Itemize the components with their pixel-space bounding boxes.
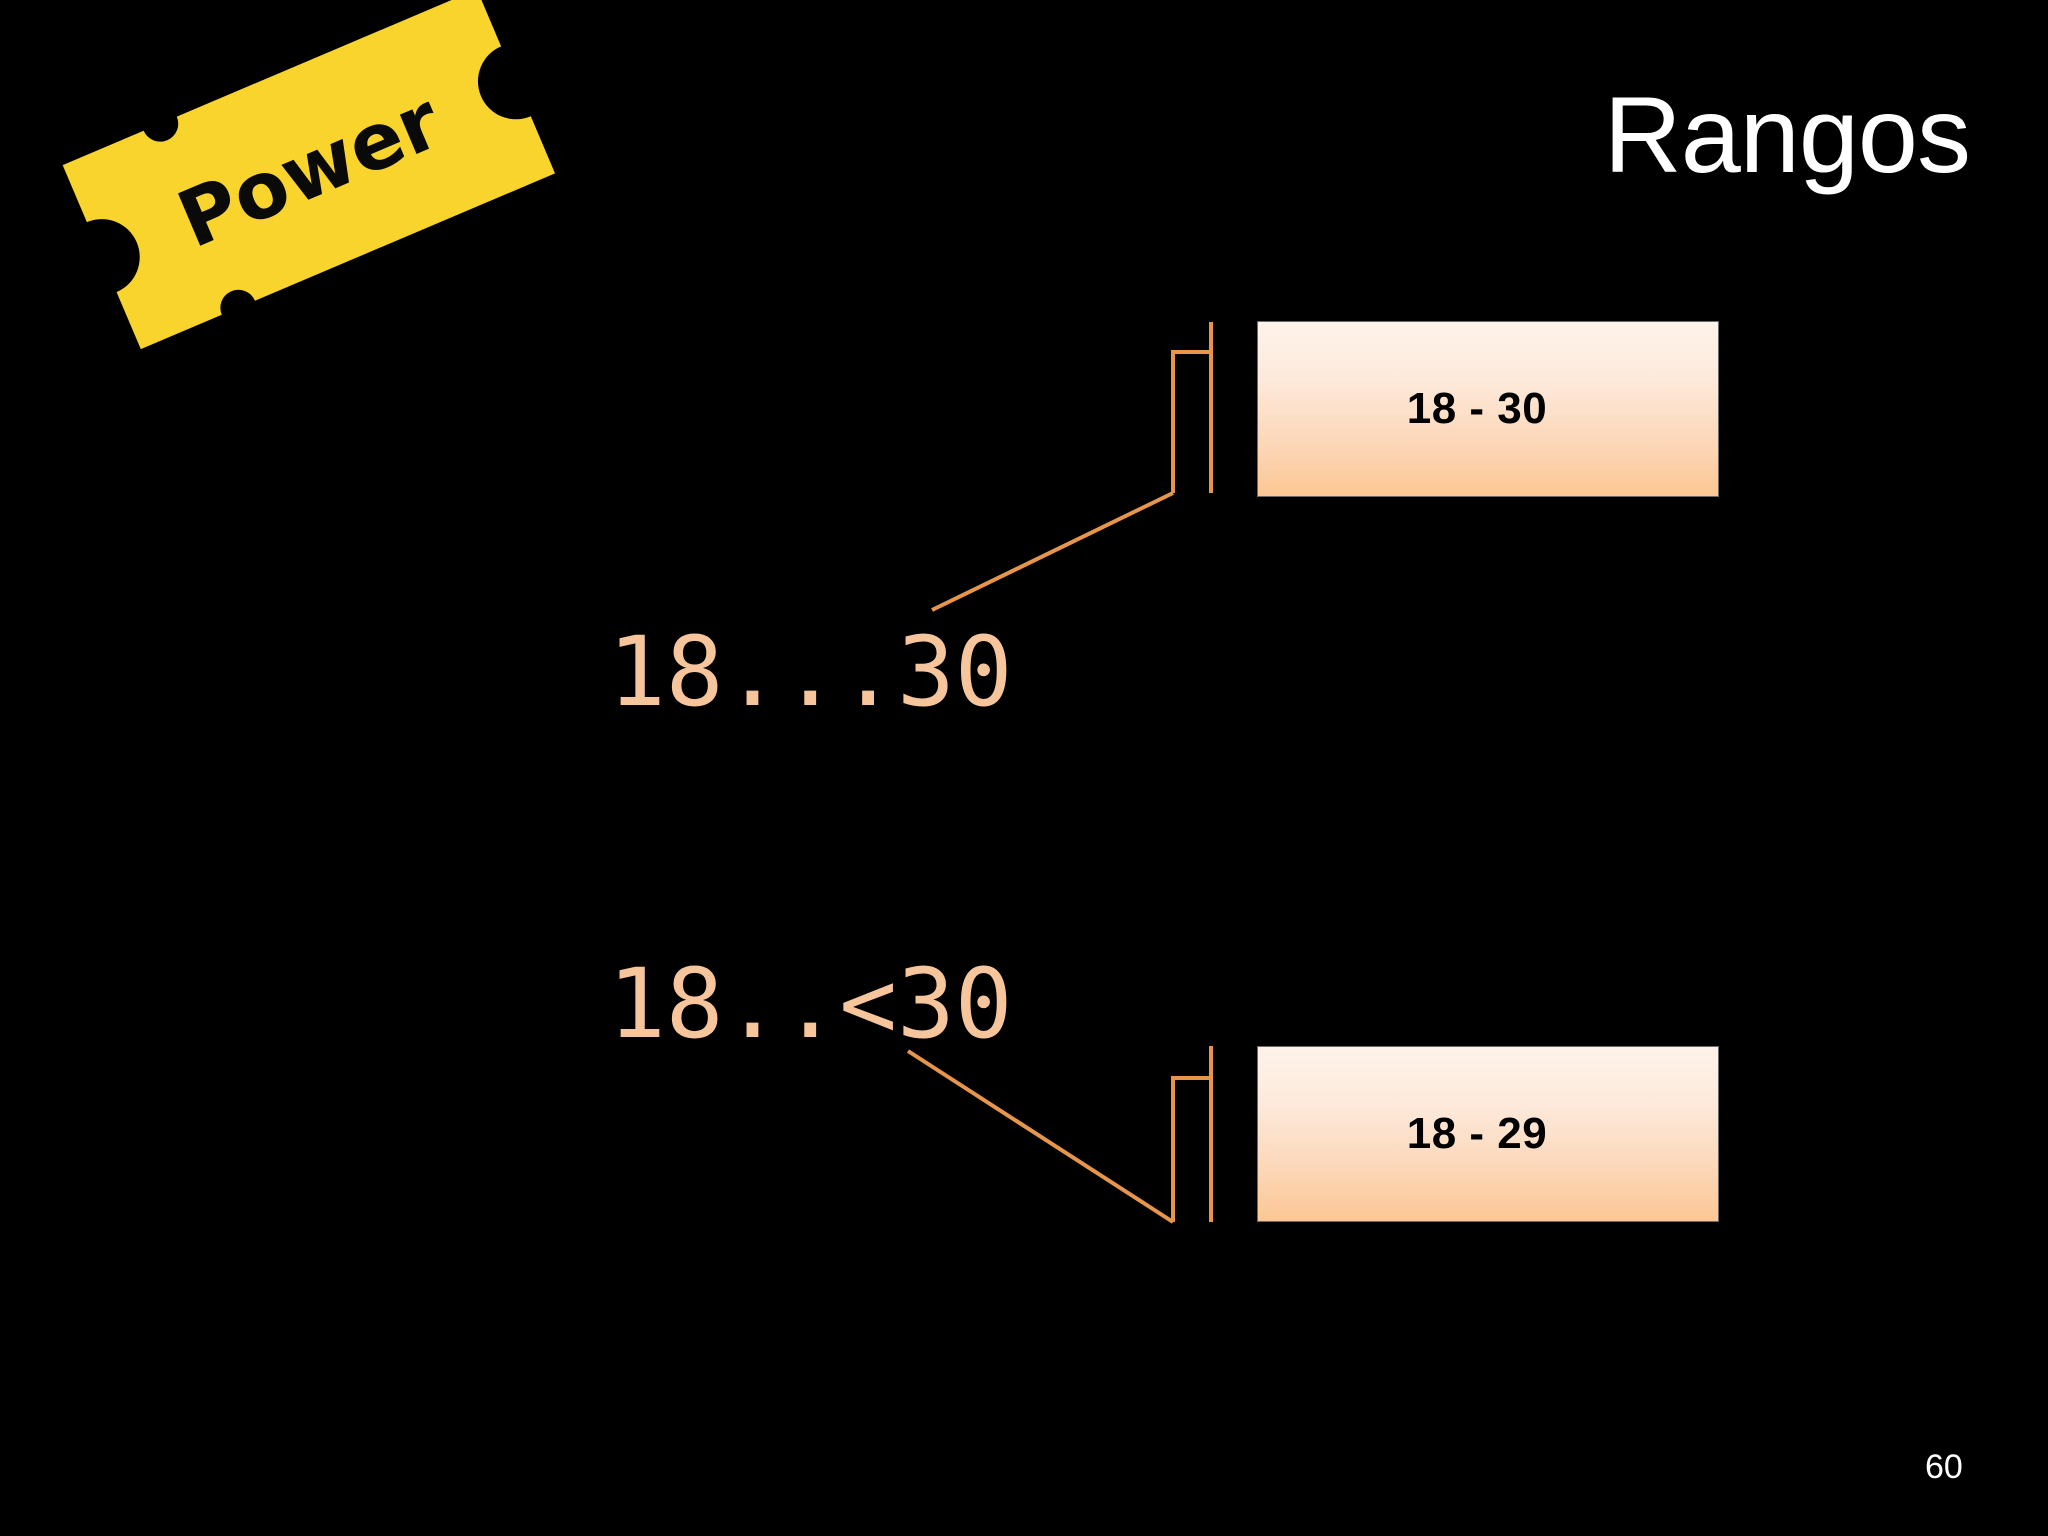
page-number: 60	[1925, 1448, 1963, 1486]
power-badge-label: Power	[166, 76, 454, 266]
connector-leader	[906, 1049, 1175, 1224]
power-badge: Power	[22, 0, 592, 350]
range-expression-closed: 18...30	[608, 616, 1013, 728]
page-title: Rangos	[1603, 74, 1971, 195]
connector-closed-range	[931, 322, 1213, 612]
connector-half-open-range	[906, 1046, 1213, 1224]
ticket-shape	[62, 0, 556, 350]
result-box-label: 18 - 30	[1406, 384, 1548, 433]
connector-bracket	[1171, 1076, 1211, 1222]
result-box-closed: 18 - 30	[1257, 321, 1719, 497]
result-box-label: 18 - 29	[1406, 1109, 1548, 1158]
connector-leader	[931, 491, 1174, 612]
range-expression-half-open: 18..<30	[608, 948, 1013, 1060]
result-box-half-open: 18 - 29	[1257, 1046, 1719, 1222]
connector-bracket	[1171, 350, 1211, 493]
